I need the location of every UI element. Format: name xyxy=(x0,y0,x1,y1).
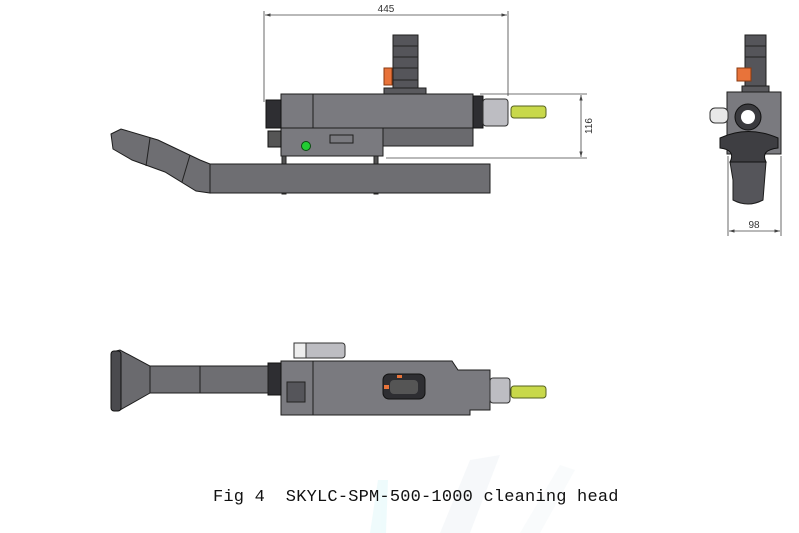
yellow-tip xyxy=(510,105,547,119)
main-body-lower xyxy=(280,127,384,157)
watermark xyxy=(370,455,575,533)
extension-tube xyxy=(209,163,491,194)
side-view: 445 116 xyxy=(110,4,595,195)
orange-trigger xyxy=(383,67,393,86)
dimension-height-label: 116 xyxy=(584,118,595,134)
dimension-height: 116 xyxy=(386,93,595,159)
dimension-length-label: 445 xyxy=(378,4,395,15)
top-view xyxy=(110,342,547,416)
status-led xyxy=(301,141,311,151)
angled-suction-nozzle xyxy=(110,128,211,194)
dimension-width: 98 xyxy=(727,156,782,236)
dimension-width-label: 98 xyxy=(748,220,760,231)
rear-ring xyxy=(265,99,282,129)
main-body-upper xyxy=(280,93,474,129)
handle xyxy=(383,34,427,96)
figure-caption: Fig 4 SKYLC-SPM-500-1000 cleaning head xyxy=(213,488,619,507)
dimension-length: 445 xyxy=(263,4,509,102)
front-view: 98 xyxy=(709,34,782,236)
nozzle-connector xyxy=(482,98,509,127)
